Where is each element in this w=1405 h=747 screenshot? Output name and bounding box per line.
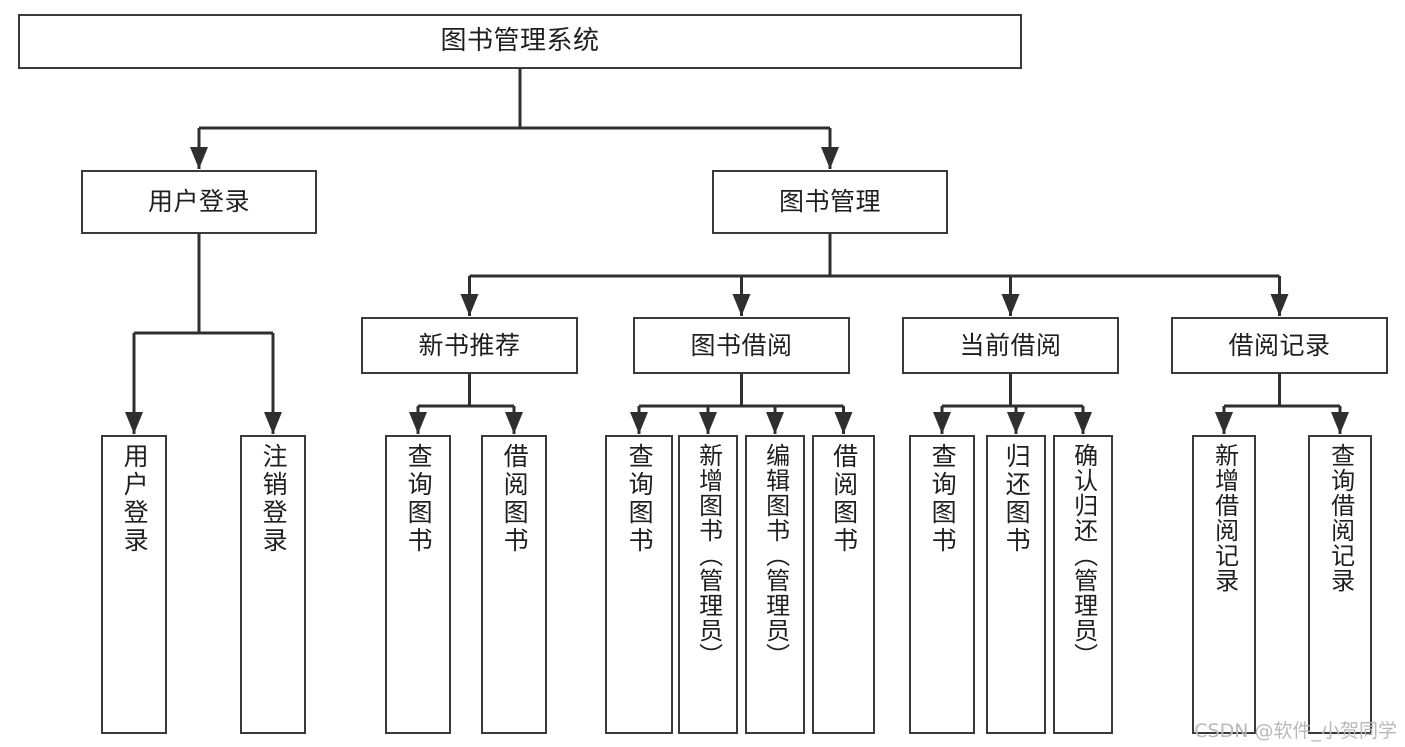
node-label: 新书推荐 — [418, 330, 521, 360]
node-l12[interactable]: 新增借阅记录 — [1192, 435, 1256, 734]
node-label: 归还图书 — [1002, 443, 1032, 555]
node-l5[interactable]: 查询图书 — [605, 435, 673, 734]
node-l7[interactable]: 编辑图书（管理员） — [745, 435, 805, 734]
node-records[interactable]: 借阅记录 — [1171, 317, 1388, 374]
node-l3[interactable]: 查询图书 — [385, 435, 451, 734]
node-l1[interactable]: 用户登录 — [101, 435, 167, 734]
node-label: 当前借阅 — [959, 330, 1062, 360]
node-l2[interactable]: 注销登录 — [240, 435, 306, 734]
node-label: 确认归还（管理员） — [1069, 443, 1098, 668]
node-label: 编辑图书（管理员） — [761, 443, 790, 668]
node-label: 借阅记录 — [1228, 330, 1331, 360]
node-label: 图书管理 — [778, 187, 881, 217]
node-label: 用户登录 — [120, 443, 150, 555]
node-label: 图书管理系统 — [440, 26, 600, 57]
node-l13[interactable]: 查询借阅记录 — [1308, 435, 1372, 734]
node-root[interactable]: 图书管理系统 — [18, 14, 1022, 69]
node-l11[interactable]: 确认归还（管理员） — [1053, 435, 1113, 734]
node-label: 注销登录 — [259, 443, 289, 555]
node-label: 借阅图书 — [829, 443, 859, 555]
node-l4[interactable]: 借阅图书 — [481, 435, 547, 734]
node-label: 用户登录 — [147, 187, 250, 217]
node-label: 查询图书 — [928, 443, 958, 555]
node-label: 新增借阅记录 — [1210, 443, 1239, 593]
node-l8[interactable]: 借阅图书 — [812, 435, 875, 734]
node-login[interactable]: 用户登录 — [81, 170, 317, 234]
node-label: 查询借阅记录 — [1326, 443, 1355, 593]
watermark: CSDN @软件_小贺同学 — [1194, 720, 1397, 742]
node-current[interactable]: 当前借阅 — [902, 317, 1119, 374]
node-l9[interactable]: 查询图书 — [909, 435, 975, 734]
node-label: 查询图书 — [625, 443, 655, 555]
node-l6[interactable]: 新增图书（管理员） — [678, 435, 738, 734]
node-label: 图书借阅 — [690, 330, 793, 360]
node-bookmgmt[interactable]: 图书管理 — [712, 170, 948, 234]
node-l10[interactable]: 归还图书 — [986, 435, 1046, 734]
node-label: 借阅图书 — [500, 443, 530, 555]
node-label: 新增图书（管理员） — [694, 443, 723, 668]
node-label: 查询图书 — [404, 443, 434, 555]
node-newbook[interactable]: 新书推荐 — [361, 317, 578, 374]
node-borrow[interactable]: 图书借阅 — [633, 317, 850, 374]
